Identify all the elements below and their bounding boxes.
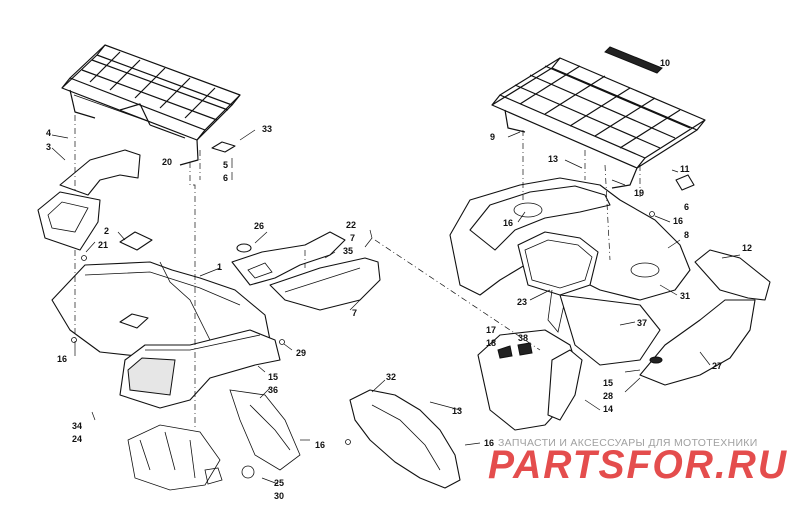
callout-2: 2 xyxy=(104,226,109,236)
callout-7a: 7 xyxy=(350,233,355,243)
callout-31: 31 xyxy=(680,291,690,301)
callout-9: 9 xyxy=(490,132,495,142)
front-rack xyxy=(61,44,241,166)
callout-18: 18 xyxy=(486,338,496,348)
callout-3: 3 xyxy=(46,142,51,152)
callout-numbers: 4 3 20 33 5 6 2 21 1 16 34 24 15 29 36 1… xyxy=(46,58,752,501)
watermark-logo: PARTSFOR.RU xyxy=(488,443,788,487)
callout-6a: 6 xyxy=(223,173,228,183)
callout-5: 5 xyxy=(223,160,228,170)
callout-11: 11 xyxy=(680,164,690,174)
callout-24: 24 xyxy=(72,434,82,444)
frame-brackets xyxy=(127,389,301,491)
callout-8: 8 xyxy=(684,230,689,240)
callout-27: 27 xyxy=(712,361,722,371)
callout-7b: 7 xyxy=(352,308,357,318)
callout-4: 4 xyxy=(46,128,51,138)
callout-16d: 16 xyxy=(673,216,683,226)
callout-22: 22 xyxy=(346,220,356,230)
callout-23: 23 xyxy=(517,297,527,307)
callout-30: 30 xyxy=(274,491,284,501)
callout-10: 10 xyxy=(660,58,670,68)
callout-13b: 13 xyxy=(452,406,462,416)
callout-25: 25 xyxy=(274,478,284,488)
callout-34: 34 xyxy=(72,421,82,431)
center-lines xyxy=(74,115,641,430)
callout-1: 1 xyxy=(217,262,222,272)
callout-15a: 15 xyxy=(268,372,278,382)
callout-16a: 16 xyxy=(57,354,67,364)
callout-19: 19 xyxy=(634,188,644,198)
callout-16c: 16 xyxy=(503,218,513,228)
callout-16e: 16 xyxy=(484,438,494,448)
hardware-and-leaders xyxy=(51,129,741,485)
callout-15b: 15 xyxy=(603,378,613,388)
watermark-tagline: ЗАПЧАСТИ И АКСЕССУАРЫ ДЛЯ МОТОТЕХНИКИ xyxy=(498,437,758,449)
callout-12: 12 xyxy=(742,243,752,253)
left-footwell xyxy=(349,329,583,489)
callout-35: 35 xyxy=(343,246,353,256)
callout-13a: 13 xyxy=(548,154,558,164)
callout-14: 14 xyxy=(603,404,613,414)
callout-36: 36 xyxy=(268,385,278,395)
callout-16b: 16 xyxy=(315,440,325,450)
callout-29: 29 xyxy=(296,348,306,358)
callout-38: 38 xyxy=(518,333,528,343)
rear-fender xyxy=(449,177,691,366)
callout-26: 26 xyxy=(254,221,264,231)
side-panels xyxy=(231,231,381,311)
callout-33: 33 xyxy=(262,124,272,134)
callout-37: 37 xyxy=(637,318,647,328)
callout-21: 21 xyxy=(98,240,108,250)
callout-28: 28 xyxy=(603,391,613,401)
callout-20: 20 xyxy=(162,157,172,167)
callout-17: 17 xyxy=(486,325,496,335)
watermark: ЗАПЧАСТИ И АКСЕССУАРЫ ДЛЯ МОТОТЕХНИКИ PA… xyxy=(488,437,788,487)
callout-6b: 6 xyxy=(684,202,689,212)
right-footwell xyxy=(639,249,771,386)
rear-rack xyxy=(491,46,706,189)
callout-32: 32 xyxy=(386,372,396,382)
front-fender-parts xyxy=(37,149,281,409)
